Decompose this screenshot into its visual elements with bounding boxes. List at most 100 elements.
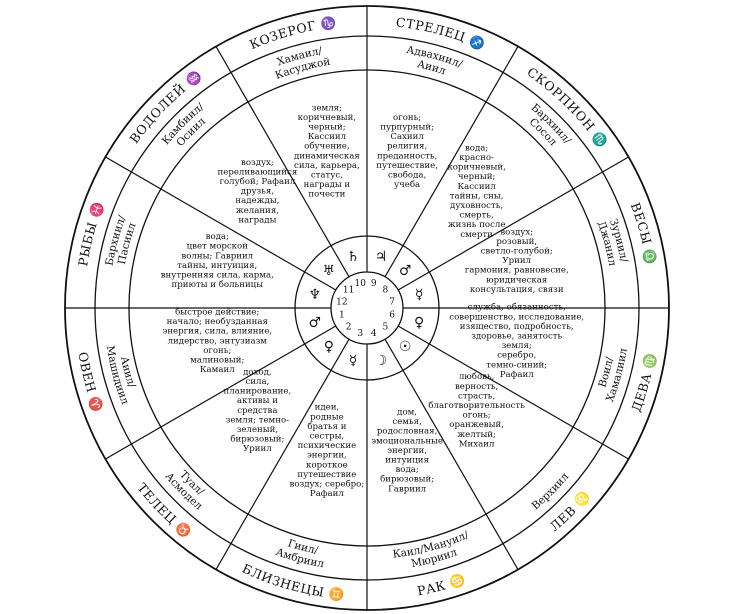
description-line: бирюзовый; [230, 434, 284, 445]
sign-label: РАК ♋ [416, 571, 468, 598]
description-line: огонь; [463, 411, 491, 421]
description-line: энергии, [387, 446, 427, 456]
description-line: родословная, [377, 427, 437, 437]
description-line: совершенство, исследование, [449, 312, 584, 322]
description-line: Камаил [200, 365, 235, 375]
description-line: юридическая [486, 275, 547, 285]
description-line: награды [238, 215, 276, 225]
description-line: почести [308, 190, 345, 200]
description-line: тайны, интуиция, [177, 261, 257, 271]
description-line: земля; [312, 103, 342, 113]
description-line: свобода, [388, 169, 426, 180]
description-line: планирование, [224, 387, 292, 397]
description-line: зеленый, [237, 425, 278, 435]
description-line: сила, карьера, [294, 161, 360, 171]
description-line: земля; [502, 341, 532, 351]
description-line: светло-голубой; [481, 245, 553, 256]
description-line: желания, [236, 206, 279, 216]
house-number: 3 [357, 329, 363, 339]
description-line: Уриил [502, 256, 531, 266]
description-line: оранжевый, [449, 420, 504, 430]
planet-glyph: ☿ [349, 353, 358, 369]
description-line: воздух; серебро; [290, 479, 365, 490]
house-number: 11 [343, 286, 354, 296]
planet-glyph: ♅ [323, 263, 336, 279]
description-line: черный; [308, 122, 346, 132]
description-line: цвет морской [187, 242, 249, 252]
house-number: 9 [371, 279, 377, 289]
description-line: внутренняя сила, карма, [161, 270, 274, 280]
description-line: интуиция [385, 456, 429, 466]
description-line: серебро, [497, 350, 536, 361]
sector-description: служба, обязанность,совершенство, исслед… [449, 302, 584, 380]
description-line: коричневый, [298, 113, 356, 123]
description-line: семья, [392, 417, 421, 427]
house-number: 1 [339, 311, 345, 321]
description-line: воздух; [241, 158, 274, 168]
description-line: земля; темно- [226, 415, 289, 425]
description-line: пурпурный; [380, 122, 434, 132]
description-line: Кассиил [308, 132, 347, 142]
description-line: изящество, подробность, [460, 321, 574, 332]
sector-divider [397, 325, 629, 460]
description-line: бирюзовый; [380, 474, 434, 485]
house-number: 4 [371, 329, 377, 339]
house-number: 10 [355, 279, 367, 289]
description-line: верность, [455, 382, 498, 392]
sign-label: РЫБЫ ♓ [75, 200, 106, 268]
house-number: 7 [389, 297, 395, 307]
wheel-lines [64, 5, 670, 611]
description-line: статус, [311, 170, 343, 180]
sector-divider [105, 325, 337, 460]
description-line: Гавриил [388, 484, 427, 494]
house-number: 12 [336, 297, 347, 307]
description-line: приюты и больницы [172, 279, 264, 290]
description-line: динамическая [294, 151, 360, 161]
description-line: вода; [465, 143, 488, 153]
planet-glyph: ☉ [399, 339, 412, 355]
description-line: волны; Гавриил [181, 251, 253, 261]
house-number: 5 [383, 322, 389, 332]
planet-glyph: ♆ [309, 287, 322, 303]
planet-glyph: ☽ [375, 353, 388, 369]
description-line: короткое [306, 460, 348, 470]
description-line: вода; [206, 232, 229, 242]
description-line: любовь, [459, 371, 495, 382]
description-line: преданность, [377, 151, 437, 161]
description-line: Уриил [243, 444, 272, 454]
description-line: воздух; [500, 227, 533, 237]
sector-divider [215, 338, 350, 570]
description-line: гармония, равновесие, [465, 266, 569, 276]
description-line: быстрое действие; [175, 307, 259, 318]
description-line: консультация, связи [470, 285, 564, 295]
planet-ring: ♄♃♂☿♀☉☽☿♀♂♆♅ [309, 249, 425, 369]
sector-divider [397, 156, 629, 291]
description-line: друзья, [241, 187, 274, 197]
description-line: духовность, [450, 201, 503, 211]
description-line: надежды, [235, 196, 279, 206]
description-line: желтый; [457, 430, 496, 440]
description-line: путешествие [297, 470, 356, 480]
description-line: красно- [459, 153, 494, 163]
description-line: сила, [245, 377, 269, 387]
description-line: здоровье, занятость [471, 332, 562, 342]
description-line: Рафаил [500, 370, 534, 380]
planet-glyph: ♂ [309, 315, 322, 331]
description-line: Сахиил [390, 132, 424, 142]
description-line: Михаил [459, 439, 495, 449]
description-line: родные [310, 412, 344, 422]
description-line: энергия, сила, влияние, [163, 327, 273, 337]
description-line: малиновый; [190, 356, 244, 366]
description-line: дом, [397, 408, 417, 418]
description-line: начало; необузданная [167, 316, 268, 327]
description-line: огонь; [393, 113, 421, 123]
